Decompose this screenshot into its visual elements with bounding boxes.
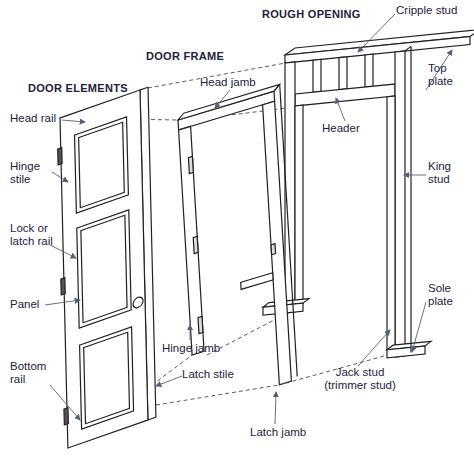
part-label: Head jamb — [200, 76, 270, 89]
section-heading: ROUGH OPENING — [262, 8, 372, 21]
part-label: Cripple stud — [396, 4, 474, 17]
rough-opening-framing — [263, 30, 474, 371]
part-label: Bottom rail — [10, 360, 56, 386]
part-label: Lock or latch rail — [10, 222, 72, 248]
part-label: Header — [322, 122, 382, 135]
part-label: Hinge stile — [10, 160, 54, 186]
part-label: Jack stud (trimmer stud) — [314, 366, 406, 392]
part-label: Latch jamb — [250, 426, 330, 439]
section-heading: DOOR FRAME — [146, 50, 236, 63]
door-slab — [57, 87, 156, 449]
part-label: Latch stile — [182, 368, 262, 381]
part-label: Hinge jamb — [162, 342, 242, 355]
section-heading: DOOR ELEMENTS — [28, 82, 138, 95]
part-label: King stud — [428, 160, 472, 186]
part-label: Panel — [10, 298, 60, 311]
part-label: Sole plate — [428, 282, 472, 308]
part-label: Top plate — [428, 62, 472, 88]
part-label: Head rail — [10, 112, 70, 125]
leader-lines — [45, 14, 452, 424]
door-frame — [178, 84, 298, 410]
